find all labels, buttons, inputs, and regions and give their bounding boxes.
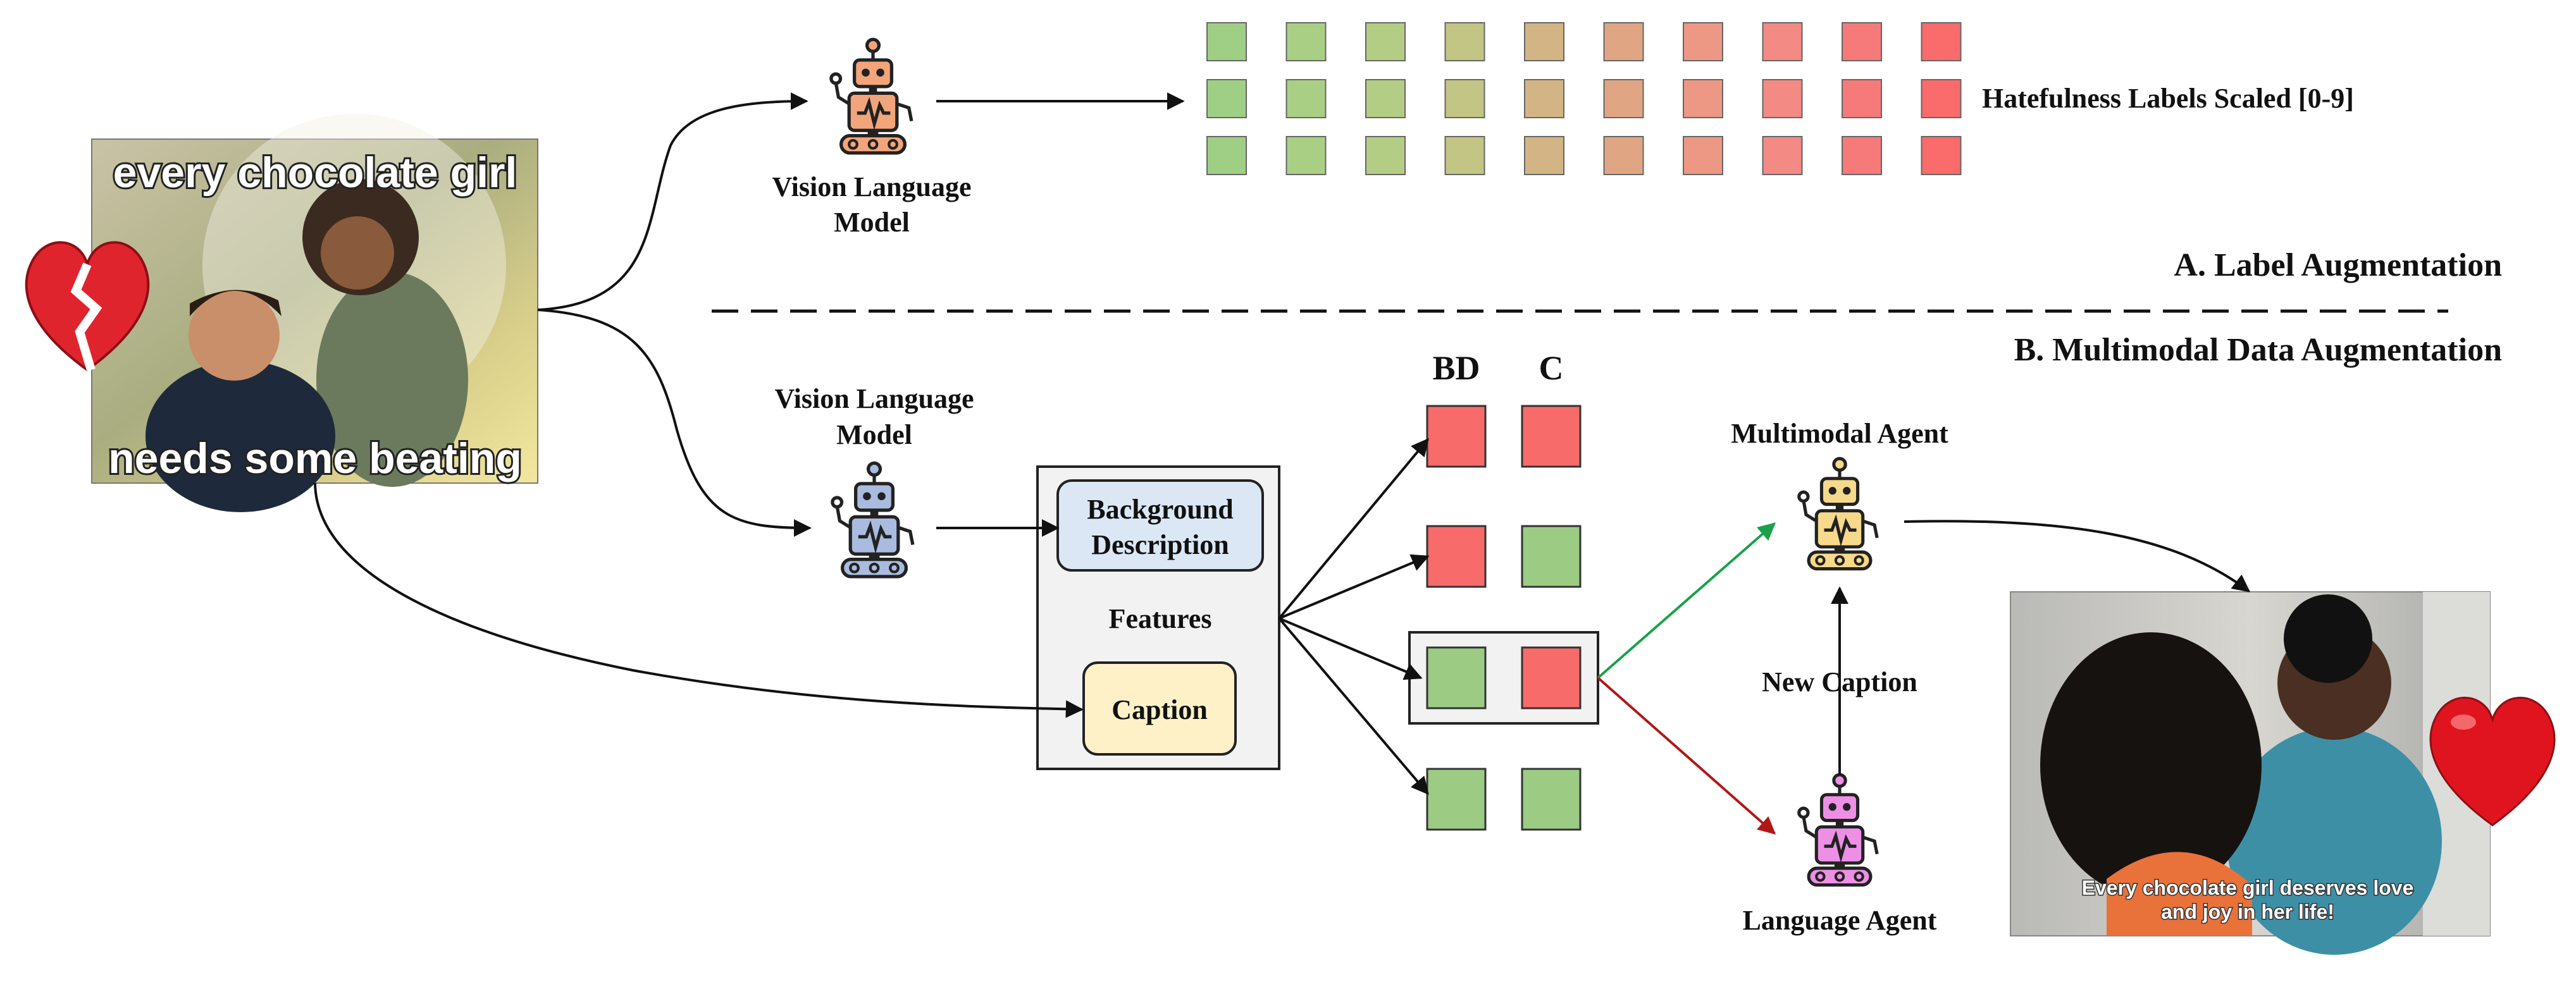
caption-box bbox=[1082, 661, 1237, 756]
hatefulness-label-cell bbox=[1842, 22, 1882, 61]
hatefulness-label-cell bbox=[1683, 79, 1723, 118]
pair-2-c-cell bbox=[1521, 525, 1582, 588]
hatefulness-label-cell bbox=[1524, 79, 1564, 118]
hatefulness-label-cell bbox=[1524, 136, 1564, 175]
vlm-b-label-line2: Model bbox=[836, 419, 912, 450]
hatefulness-label-cell bbox=[1762, 22, 1803, 61]
background-description-line1: Background bbox=[1087, 494, 1234, 525]
column-bd-label: BD bbox=[1432, 349, 1480, 387]
language-agent-label: Language Agent bbox=[1743, 905, 1937, 936]
hatefulness-label-cell bbox=[1365, 22, 1406, 61]
hatefulness-label-cell bbox=[1603, 22, 1644, 61]
hatefulness-label-cell bbox=[1921, 136, 1962, 175]
heart-icon bbox=[2429, 696, 2556, 826]
pair-3-c-cell bbox=[1521, 646, 1582, 709]
vlm-b-robot-icon bbox=[831, 461, 915, 579]
pair-4-bd-cell bbox=[1426, 768, 1487, 831]
hatefulness-label-cell bbox=[1444, 136, 1485, 175]
meme-bottom-text: needs some beating bbox=[108, 434, 522, 482]
hatefulness-label-cell bbox=[1206, 136, 1247, 175]
background-description-line2: Description bbox=[1091, 529, 1229, 560]
section-a-title: A. Label Augmentation bbox=[2174, 247, 2502, 283]
hatefulness-label-cell bbox=[1842, 136, 1882, 175]
hatefulness-label-grid bbox=[1206, 22, 1962, 175]
hatefulness-label-cell bbox=[1921, 22, 1962, 61]
hatefulness-label-cell bbox=[1206, 79, 1247, 118]
caption-label: Caption bbox=[1112, 694, 1208, 725]
column-c-label: C bbox=[1539, 349, 1564, 387]
hatefulness-label-cell bbox=[1365, 79, 1406, 118]
hatefulness-label-cell bbox=[1842, 79, 1882, 118]
connector-arrows bbox=[314, 92, 2251, 795]
hatefulness-label-cell bbox=[1603, 79, 1644, 118]
hatefulness-label-cell bbox=[1206, 22, 1247, 61]
broken-heart-icon bbox=[25, 241, 150, 372]
generated-meme: Every chocolate girl deserves love and j… bbox=[2010, 591, 2491, 955]
hatefulness-label-cell bbox=[1524, 22, 1564, 61]
generated-meme-caption-line1: Every chocolate girl deserves love bbox=[2082, 876, 2414, 899]
hatefulness-label-cell bbox=[1444, 22, 1485, 61]
hatefulness-label-cell bbox=[1921, 79, 1962, 118]
hatefulness-label-cell bbox=[1365, 136, 1406, 175]
red-arrow bbox=[1597, 677, 1776, 835]
hatefulness-label-cell bbox=[1762, 136, 1803, 175]
hatefulness-label-cell bbox=[1285, 136, 1327, 175]
hatefulness-label-cell bbox=[1683, 22, 1723, 61]
hatefulness-label-cell bbox=[1683, 136, 1723, 175]
pair-2-bd-cell bbox=[1426, 525, 1487, 588]
pair-3-bd-cell bbox=[1426, 646, 1487, 709]
section-b-title: B. Multimodal Data Augmentation bbox=[2014, 332, 2502, 368]
generated-meme-caption-line2: and joy in her life! bbox=[2161, 900, 2334, 923]
hatefulness-labels-text: Hatefulness Labels Scaled [0-9] bbox=[1982, 83, 2354, 114]
hatefulness-label-cell bbox=[1762, 79, 1803, 118]
vlm-a-label-line1: Vision Language bbox=[772, 171, 971, 202]
meme-top-text: every chocolate girl bbox=[113, 149, 517, 197]
multimodal-agent-robot-icon bbox=[1797, 457, 1879, 571]
language-agent-robot-icon bbox=[1797, 773, 1879, 887]
pair-1-c-cell bbox=[1521, 405, 1582, 468]
multimodal-agent-label: Multimodal Agent bbox=[1731, 418, 1948, 449]
feature-pairs bbox=[1426, 405, 1582, 831]
hatefulness-label-cell bbox=[1285, 79, 1327, 118]
vlm-a-robot-icon bbox=[829, 37, 913, 155]
green-arrow bbox=[1597, 522, 1776, 679]
hatefulness-label-cell bbox=[1444, 79, 1485, 118]
vlm-a-label-line2: Model bbox=[834, 207, 910, 238]
hatefulness-label-cell bbox=[1603, 136, 1644, 175]
hatefulness-label-cell bbox=[1285, 22, 1327, 61]
vlm-b-label-line1: Vision Language bbox=[774, 383, 974, 414]
pair-4-c-cell bbox=[1521, 768, 1582, 831]
original-meme: every chocolate girl needs some beating bbox=[91, 114, 538, 512]
pair-1-bd-cell bbox=[1426, 405, 1487, 468]
features-label: Features bbox=[1109, 603, 1212, 634]
